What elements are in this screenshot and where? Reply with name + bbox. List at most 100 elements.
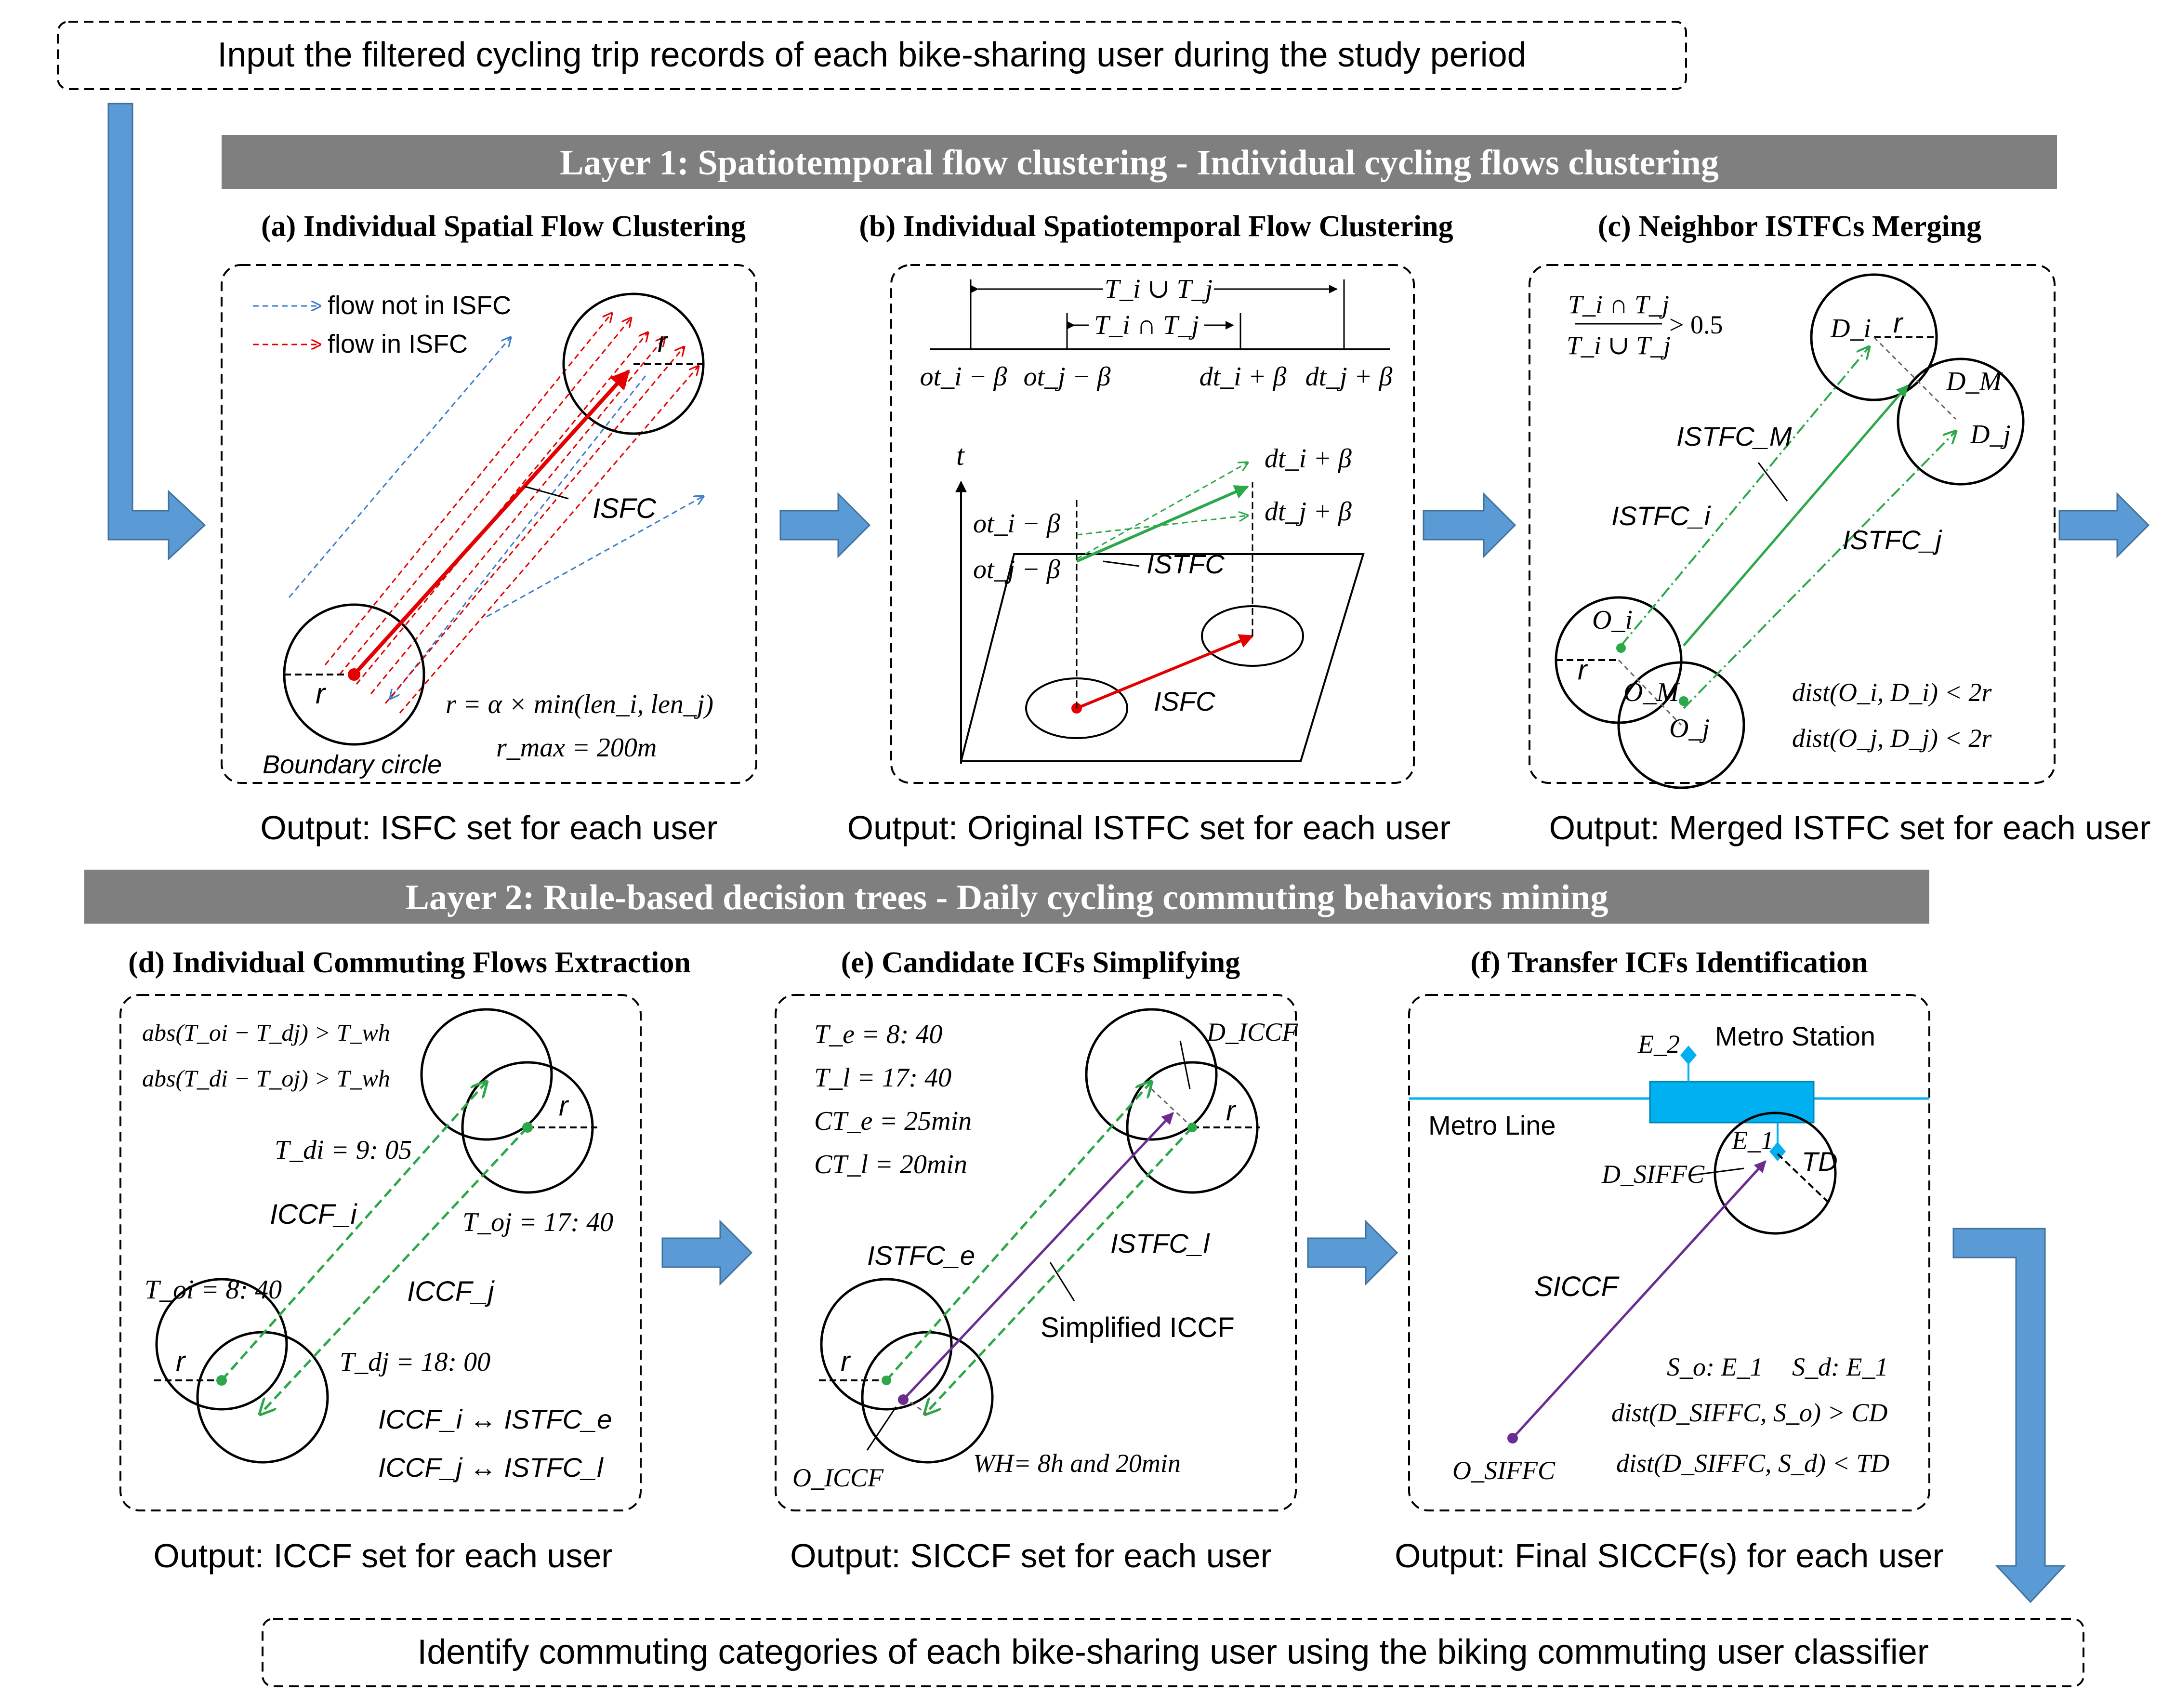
panel-e-title: (e) Candidate ICFs Simplifying	[841, 946, 1240, 979]
ratio-den: T_i ∪ T_j	[1567, 331, 1671, 360]
layer2-title: Layer 2: Rule-based decision trees - Dai…	[406, 878, 1608, 917]
label-d-m: D_M	[1946, 367, 2003, 397]
formula-rmax: r_max = 200m	[496, 733, 657, 763]
flow-arrow-left	[107, 103, 206, 561]
label-metro-line: Metro Line	[1428, 1110, 1556, 1140]
rule-1: abs(T_oi − T_dj) > T_wh	[142, 1019, 390, 1046]
label-ot-i-b: ot_i − β	[973, 509, 1060, 539]
label-dt-i-b: dt_i + β	[1265, 444, 1352, 474]
input-box	[57, 21, 1687, 90]
label-o-iccf: O_ICCF	[792, 1463, 884, 1492]
label-r-c-bottom: r	[1578, 654, 1588, 686]
panel-b-title: (b) Individual Spatiotemporal Flow Clust…	[859, 210, 1453, 243]
label-istfc-i: ISTFC_i	[1611, 501, 1711, 531]
panel-a-title: (a) Individual Spatial Flow Clustering	[261, 210, 746, 243]
ratio-rhs: > 0.5	[1669, 310, 1723, 339]
panel-c-title: (c) Neighbor ISTFCs Merging	[1598, 210, 1981, 243]
panel-d-output: Output: ICCF set for each user	[153, 1537, 612, 1575]
flow-arrow-right-down	[1952, 1228, 2066, 1603]
legend-not-in-isfc: flow not in ISFC	[328, 291, 511, 320]
panel-b: T_i ∪ T_j T_i ∩ T_j ot_i − β ot_j − β dt…	[890, 264, 1415, 784]
label-dt-j-b: dt_j + β	[1265, 497, 1352, 527]
legend-in-isfc: flow in ISFC	[328, 330, 468, 358]
layer1-title: Layer 1: Spatiotemporal flow clustering …	[560, 143, 1719, 183]
label-r-top-a: r	[658, 326, 668, 358]
label-o-m: O_M	[1623, 677, 1680, 707]
cond-so: dist(D_SIFFC, S_o) > CD	[1611, 1398, 1887, 1427]
label-t-di: T_di = 9: 05	[275, 1135, 412, 1165]
panel-e: T_e = 8: 40 T_l = 17: 40 CT_e = 25min CT…	[775, 994, 1298, 1511]
label-o-siffc: O_SIFFC	[1452, 1456, 1556, 1485]
panel-c-output: Output: Merged ISTFC set for each user	[1549, 809, 2151, 847]
label-iccf-i: ICCF_i	[270, 1199, 358, 1230]
label-metro-station: Metro Station	[1715, 1021, 1875, 1051]
label-cte: CT_e = 25min	[814, 1106, 972, 1136]
label-isfc-a: ISFC	[593, 493, 657, 524]
formula-r: r = α × min(len_i, len_j)	[446, 689, 713, 719]
flow-arrow-d-e	[661, 1219, 753, 1286]
label-o-j: O_j	[1669, 714, 1710, 743]
label-t-dj: T_dj = 18: 00	[340, 1347, 490, 1377]
output-box	[262, 1618, 2084, 1687]
cond-oi-di: dist(O_i, D_i) < 2r	[1792, 678, 1992, 707]
map-iccf-i: ICCF_i ↔ ISTFC_e	[378, 1404, 612, 1434]
label-td: TD	[1802, 1146, 1838, 1177]
label-istfc-m: ISTFC_M	[1676, 421, 1792, 451]
label-r-d-bottom: r	[176, 1346, 186, 1377]
map-iccf-j: ICCF_j ↔ ISTFC_l	[378, 1452, 604, 1483]
panel-f-title: (f) Transfer ICFs Identification	[1471, 946, 1868, 979]
rule-2: abs(T_di − T_oj) > T_wh	[142, 1065, 390, 1092]
label-union: T_i ∪ T_j	[1105, 274, 1213, 304]
axis-t: t	[956, 439, 965, 471]
label-istfc-j: ISTFC_j	[1843, 525, 1942, 555]
label-r-e-top: r	[1226, 1095, 1237, 1126]
label-t-oj: T_oj = 17: 40	[462, 1207, 613, 1237]
panel-f-output: Output: Final SICCF(s) for each user	[1395, 1537, 1944, 1575]
tick-ot-i: ot_i − β	[920, 362, 1007, 392]
input-box-text: Input the filtered cycling trip records …	[217, 36, 1526, 74]
label-r-bottom-a: r	[316, 677, 326, 710]
output-box-text: Identify commuting categories of each bi…	[417, 1633, 1929, 1671]
panel-c: T_i ∩ T_j T_i ∪ T_j > 0.5 D_i r D_M D_j …	[1529, 264, 2056, 789]
layer1-banner	[222, 135, 2057, 189]
label-d-siffc: D_SIFFC	[1601, 1160, 1705, 1189]
panel-d: abs(T_oi − T_dj) > T_wh abs(T_di − T_oj)…	[119, 994, 642, 1511]
label-istfc-b: ISTFC	[1147, 549, 1225, 579]
cond-sd: dist(D_SIFFC, S_d) < TD	[1616, 1449, 1889, 1478]
label-t-oi: T_oi = 8: 40	[145, 1275, 282, 1305]
label-intersect: T_i ∩ T_j	[1094, 310, 1199, 340]
tick-dt-i: dt_i + β	[1200, 362, 1287, 392]
panel-d-title: (d) Individual Commuting Flows Extractio…	[128, 946, 691, 979]
label-r-d-top: r	[559, 1090, 569, 1122]
flow-arrow-b-c	[1423, 492, 1516, 558]
label-d-iccf: D_ICCF	[1206, 1018, 1298, 1046]
label-d-i: D_i	[1830, 314, 1871, 344]
flow-arrow-a-b	[779, 492, 871, 558]
label-iccf-j: ICCF_j	[407, 1276, 495, 1307]
tick-dt-j: dt_j + β	[1305, 362, 1393, 392]
label-istfc-e: ISTFC_e	[867, 1240, 975, 1271]
label-te: T_e = 8: 40	[814, 1020, 942, 1049]
flow-arrow-e-f	[1307, 1219, 1398, 1286]
layer2-banner	[84, 870, 1929, 924]
label-so: S_o: E_1	[1667, 1352, 1763, 1381]
cond-oj-dj: dist(O_j, D_j) < 2r	[1792, 724, 1992, 753]
label-istfc-l: ISTFC_l	[1110, 1228, 1210, 1258]
label-isfc-b: ISFC	[1154, 686, 1215, 716]
label-ot-j-b: ot_j − β	[973, 555, 1060, 584]
label-sd: S_d: E_1	[1792, 1352, 1888, 1381]
label-siccf: SICCF	[1534, 1271, 1620, 1302]
panel-a-output: Output: ISFC set for each user	[260, 809, 717, 847]
panel-b-output: Output: Original ISTFC set for each user	[847, 809, 1451, 847]
label-o-i: O_i	[1592, 605, 1633, 635]
label-simplified-iccf: Simplified ICCF	[1041, 1312, 1235, 1343]
label-r-e-bottom: r	[841, 1346, 851, 1377]
panel-f: E_2 Metro Station Metro Line E_1 TD D_SI…	[1408, 994, 1930, 1511]
panel-e-output: Output: SICCF set for each user	[790, 1537, 1272, 1575]
flow-arrow-c-out	[2058, 492, 2150, 558]
label-tl: T_l = 17: 40	[814, 1063, 951, 1093]
label-boundary-circle: Boundary circle	[263, 750, 442, 779]
label-d-j: D_j	[1970, 420, 2011, 450]
panel-a: flow not in ISFC flow in ISFC ISFC r r r…	[221, 264, 757, 784]
